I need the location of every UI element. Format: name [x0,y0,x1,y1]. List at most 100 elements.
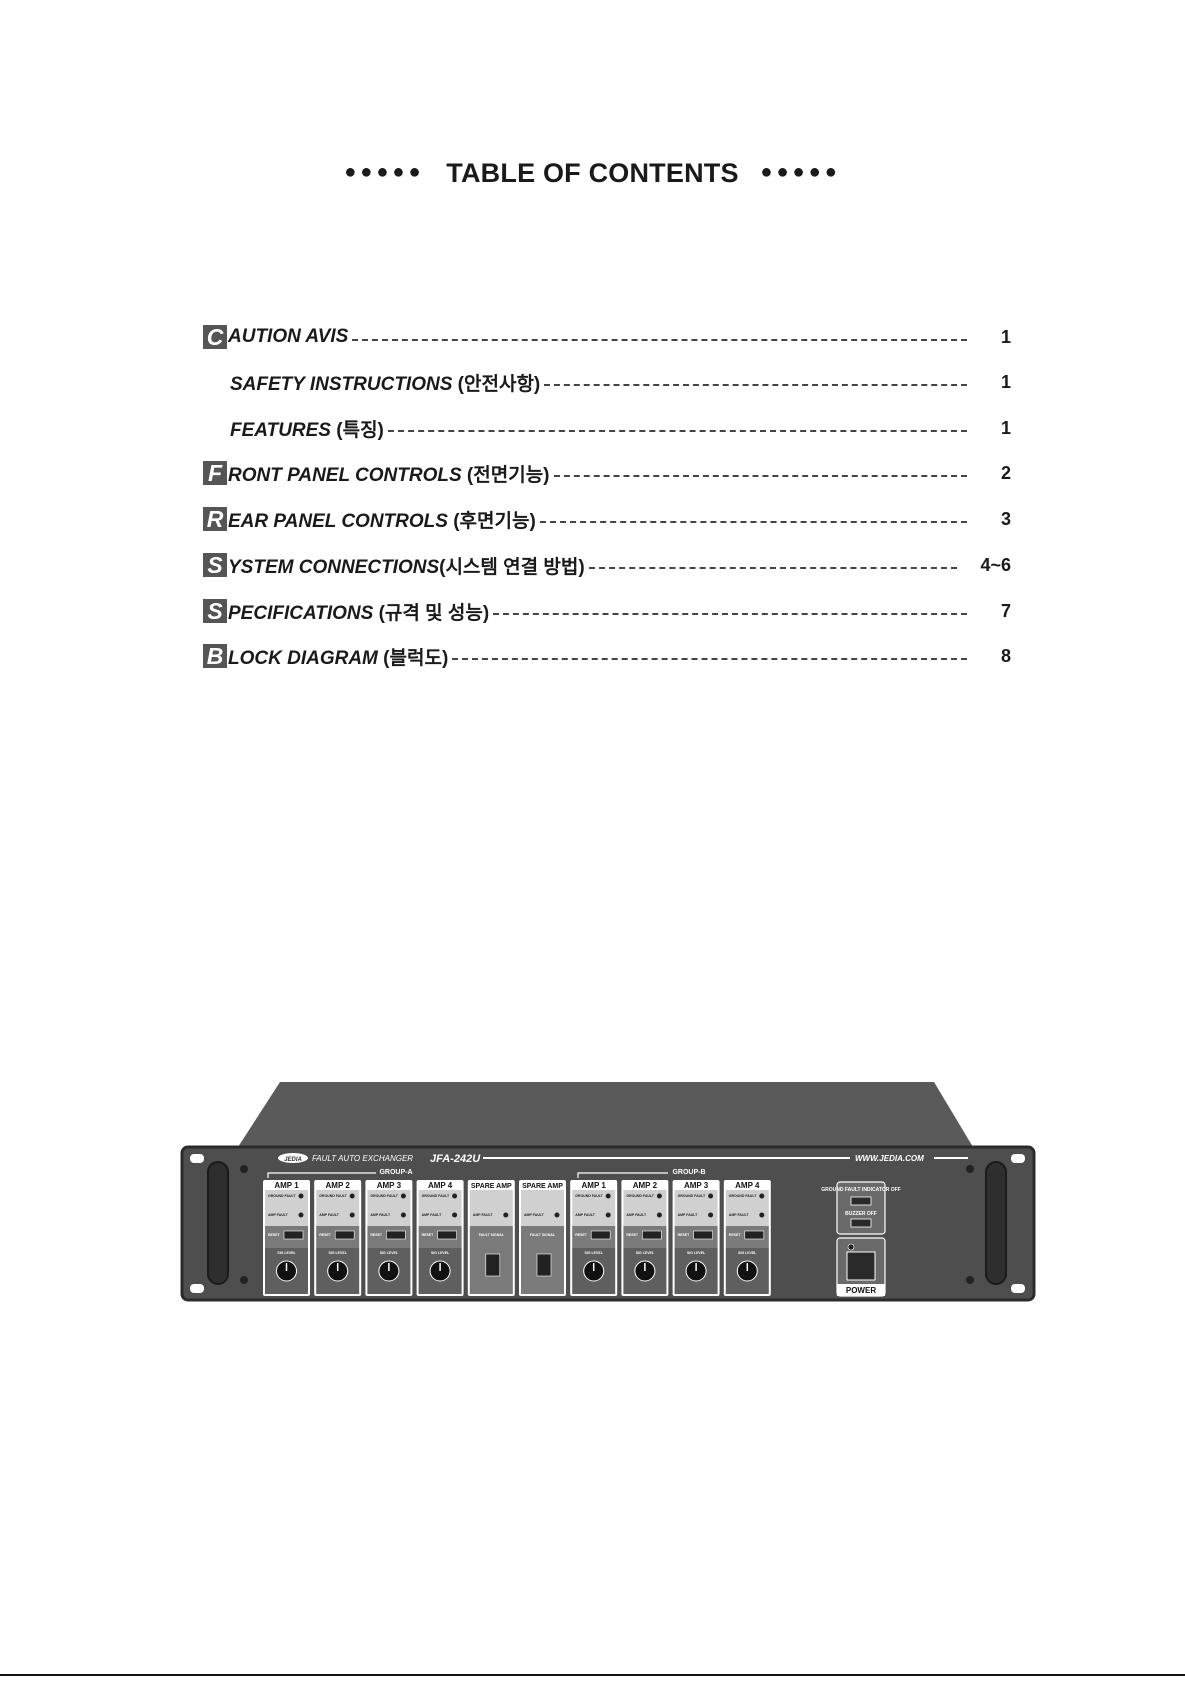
ground-fault-label: GROUND FAULT [422,1194,450,1198]
module-title: AMP 1 [582,1181,607,1190]
toc-entry-features[interactable]: FEATURES (특징) 1 [203,413,1011,443]
buzzer-off-button[interactable] [850,1218,872,1228]
toc-page-number: 1 [1000,417,1011,438]
module-title: AMP 3 [684,1181,709,1190]
power-label: POWER [846,1286,876,1295]
ground-fault-label: GROUND FAULT [268,1194,296,1198]
module-title: AMP 4 [735,1181,760,1190]
toc-entry-front-panel[interactable]: F RONT PANEL CONTROLS (전면기능) 2 [203,458,1011,488]
chassis-top [238,1082,973,1147]
toc-entry-text: YSTEM CONNECTIONS(시스템 연결 방법) [228,556,585,578]
module-strip: AMP 1 GROUND FAULT AMP FAULT RESET SIG LEVEL… [263,1180,771,1296]
toc-page-number: 7 [1000,600,1011,621]
reset-label: RESET [575,1233,588,1237]
device-illustration: JEDIA FAULT AUTO EXCHANGER JFA-242U WWW.… [180,1082,1036,1302]
screw [966,1165,974,1173]
toc-entry-block-diagram[interactable]: B LOCK DIAGRAM (블럭도) 8 [203,641,1011,671]
ear-hole [1011,1284,1025,1293]
reset-label: RESET [626,1233,639,1237]
sig-level-label: SIG LEVEL [738,1251,757,1255]
sig-level-label: SIG LEVEL [329,1251,348,1255]
toc-initial: R [203,507,227,531]
ground-fault-led [349,1193,355,1199]
ground-fault-led [605,1193,611,1199]
toc-page-number: 4~6 [980,554,1011,575]
toc-leader [553,475,967,477]
module-upper-zone [469,1190,513,1226]
toc-entry-rear-panel[interactable]: R EAR PANEL CONTROLS (후면기능) 3 [203,504,1011,534]
amp-fault-label: AMP FAULT [319,1213,340,1217]
reset-label: RESET [678,1233,691,1237]
ground-fault-off-label: GROUND FAULT INDICATOR OFF [821,1187,900,1193]
fault-signal-switch[interactable] [536,1253,552,1277]
module-title: SPARE AMP [471,1183,512,1190]
reset-label: RESET [268,1233,281,1237]
toc-leader [588,567,957,569]
fault-signal-label: FAULT SIGNAL [479,1233,505,1237]
amp-fault-label: AMP FAULT [524,1213,545,1217]
indicator-off-panel [836,1181,886,1235]
reset-label: RESET [319,1233,332,1237]
screw [240,1276,248,1284]
toc-page-number: 1 [1000,371,1011,392]
ground-fault-label: GROUND FAULT [319,1194,347,1198]
reset-button[interactable] [437,1230,457,1240]
toc-entry-text: LOCK DIAGRAM (블럭도) [228,647,449,669]
fault-signal-switch[interactable] [485,1253,501,1277]
toc-leader [452,658,967,660]
toc-initial: S [203,599,227,623]
module-title: AMP 4 [428,1181,453,1190]
brand-logo [278,1153,308,1163]
ear-hole [190,1284,204,1293]
toc-leader [352,339,967,341]
ground-fault-led [452,1193,458,1199]
toc-initial: C [203,325,227,349]
buzzer-off-label: BUZZER OFF [845,1211,877,1217]
toc-entry-system-connections[interactable]: S YSTEM CONNECTIONS(시스템 연결 방법) 4~6 [203,550,1011,580]
amp-fault-led [452,1212,458,1218]
toc-entry-specifications[interactable]: S PECIFICATIONS (규격 및 성능) 7 [203,596,1011,626]
amp-fault-led [708,1212,714,1218]
toc-entry-safety[interactable]: SAFETY INSTRUCTIONS (안전사항) 1 [203,367,1011,397]
title-text: TABLE OF CONTENTS [446,158,739,188]
reset-button[interactable] [386,1230,406,1240]
toc-leader [539,521,967,523]
ground-fault-led [656,1193,662,1199]
ground-fault-led [298,1193,304,1199]
reset-button[interactable] [642,1230,662,1240]
screw [240,1165,248,1173]
ground-fault-label: GROUND FAULT [626,1194,654,1198]
power-button[interactable] [846,1251,876,1281]
toc-entry-caution[interactable]: C AUTION AVIS 1 [203,322,1011,352]
reset-button[interactable] [334,1230,355,1240]
reset-button[interactable] [283,1230,304,1240]
reset-label: RESET [729,1233,742,1237]
left-handle [207,1161,229,1285]
reset-button[interactable] [590,1230,611,1240]
ground-fault-led [759,1193,765,1199]
module-title: AMP 1 [274,1181,299,1190]
website: WWW.JEDIA.COM [855,1154,924,1163]
toc-entry-text: PECIFICATIONS (규격 및 성능) [228,602,490,624]
module-upper-zone [521,1190,564,1226]
model-name: JFA-242U [430,1153,481,1165]
fault-signal-label: FAULT SIGNAL [530,1233,556,1237]
ground-fault-led [708,1193,714,1199]
sig-level-label: SIG LEVEL [380,1251,399,1255]
indicator-off-button[interactable] [850,1196,872,1206]
toc-leader [387,430,967,432]
amp-fault-label: AMP FAULT [626,1213,647,1217]
toc-entry-text: EAR PANEL CONTROLS (후면기능) [228,510,536,532]
ear-hole [1011,1154,1025,1163]
ground-fault-label: GROUND FAULT [575,1194,603,1198]
toc-leader [544,384,967,386]
toc-initial: B [203,644,227,668]
reset-button[interactable] [744,1230,765,1240]
amp-fault-label: AMP FAULT [678,1213,699,1217]
ground-fault-label: GROUND FAULT [729,1194,757,1198]
reset-label: RESET [370,1233,383,1237]
right-handle [985,1161,1007,1285]
product-name: FAULT AUTO EXCHANGER [312,1154,413,1163]
amp-fault-led [656,1212,662,1218]
reset-button[interactable] [693,1230,713,1240]
